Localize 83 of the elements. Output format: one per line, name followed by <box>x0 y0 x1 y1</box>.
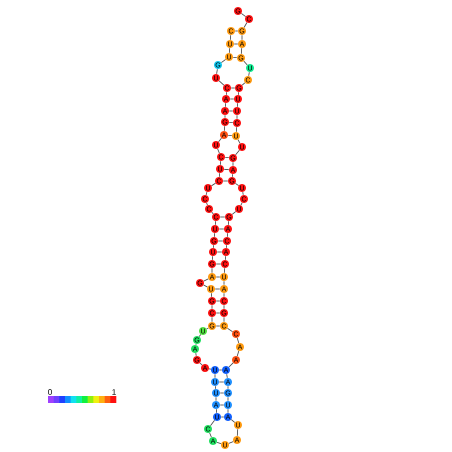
base-pair-line <box>216 300 220 302</box>
backbone-line <box>226 244 228 248</box>
backbone-line <box>195 352 197 356</box>
backbone-line <box>200 362 202 366</box>
base-pair-line <box>228 134 232 136</box>
base-pair-line <box>224 156 230 158</box>
backbone-line <box>232 211 236 215</box>
backbone-line <box>242 82 246 86</box>
base-pair-line <box>220 216 226 218</box>
backbone-line <box>210 292 212 298</box>
base-pair-line <box>220 404 224 406</box>
base-pair-line <box>224 168 230 170</box>
backbone-line <box>227 328 233 332</box>
backbone-line <box>236 126 238 132</box>
backbone-line <box>248 72 250 76</box>
backbone-line <box>240 48 242 54</box>
backbone-line <box>240 202 243 206</box>
backbone-line <box>208 368 212 370</box>
backbone-line <box>214 374 216 378</box>
backbone-line <box>230 419 236 423</box>
backbone-line <box>198 334 202 337</box>
backbone-line <box>212 244 214 248</box>
base-pair-line <box>228 122 234 124</box>
base-pair-line <box>222 180 228 182</box>
backbone-line <box>218 138 222 142</box>
backbone-line <box>232 174 234 178</box>
backbone-line <box>226 92 228 96</box>
backbone-line <box>232 162 234 166</box>
backbone-line <box>216 68 218 74</box>
backbone-line <box>235 183 239 186</box>
backbone-line <box>230 34 232 40</box>
backbone-line <box>221 59 226 63</box>
scale-label: 0 <box>48 389 52 395</box>
backbone-line <box>220 160 222 166</box>
backbone-line <box>214 386 216 390</box>
backbone-line <box>236 338 240 344</box>
backbone-line <box>214 232 216 238</box>
backbone-line <box>224 256 226 260</box>
base-pair-line <box>218 240 224 242</box>
backbone-line <box>238 92 240 96</box>
backbone-line <box>214 220 216 226</box>
backbone-line <box>228 48 230 54</box>
base-pair-line <box>234 30 238 32</box>
base-pair-line <box>220 416 224 418</box>
backbone-line <box>242 192 244 196</box>
backbone-line <box>206 192 208 196</box>
base-pair-line <box>232 56 238 58</box>
scale-label: 1 <box>112 389 116 395</box>
base-pair-line <box>230 98 234 100</box>
backbone-line <box>218 172 220 178</box>
backbone-line <box>211 182 216 186</box>
backbone-line <box>212 256 214 260</box>
backbone-line <box>224 268 226 274</box>
backbone-line <box>235 150 240 156</box>
backbone-line <box>216 408 218 414</box>
backbone-line <box>236 102 238 108</box>
base-pair-line <box>220 392 224 394</box>
backbone-line <box>216 442 222 444</box>
backbone-line <box>228 220 230 226</box>
base-pair-line <box>228 110 234 112</box>
base-pair-line <box>218 228 224 230</box>
backbone-line <box>228 362 234 368</box>
backbone-line <box>226 374 228 378</box>
base-pair-line <box>216 276 220 278</box>
base-pair-line <box>216 312 220 314</box>
backbone-line <box>236 114 238 120</box>
backbone-line <box>206 328 209 330</box>
backbone-line <box>224 102 226 108</box>
backbone-line <box>224 126 226 132</box>
backbone-line <box>203 284 208 288</box>
backbone-line <box>218 80 224 86</box>
backbone-line <box>226 232 228 238</box>
base-pair-line <box>214 288 220 290</box>
backbone-line <box>206 202 208 206</box>
backbone-line <box>203 278 209 282</box>
backbone-line <box>224 114 226 118</box>
backbone-line <box>211 212 214 214</box>
backbone-line <box>238 139 240 144</box>
backbone-line <box>241 13 246 17</box>
backbone-line <box>236 350 240 356</box>
backbone-line <box>236 428 238 436</box>
backbone-line <box>243 60 248 66</box>
backbone-line <box>210 420 215 426</box>
